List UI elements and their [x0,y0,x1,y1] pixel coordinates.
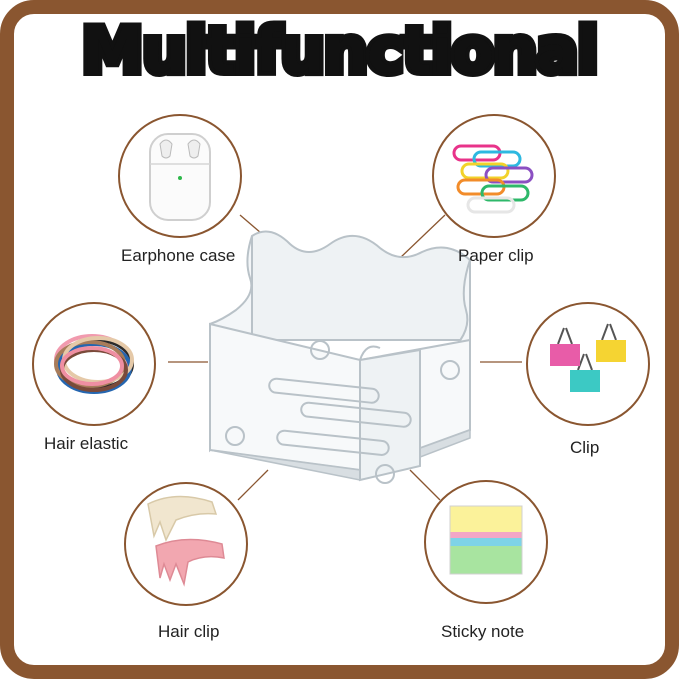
paper-clip-label: Paper clip [458,246,534,265]
hair-elastic-icon [54,334,134,394]
earphone-case-circle [118,114,242,238]
sticky-note-icon [449,505,523,575]
sticky-note-label: Sticky note [441,622,525,641]
hair-elastic-circle [32,302,156,426]
binder-clip-label: Clip [570,438,600,457]
hair-clip-label: Hair clip [158,622,220,641]
binder-clip-circle [526,302,650,426]
hair-claw-clip-icon [147,495,225,587]
paper-clip-circle [432,114,556,238]
paper-clip-icon [452,144,534,214]
title-outline: Multifunctional [78,10,603,91]
earphone-case-icon [149,133,211,221]
acrylic-organizer-icon [209,230,471,484]
sticky-note-circle [424,480,548,604]
binder-clip-icon [550,323,626,392]
hair-claw-clip-circle [124,482,248,606]
earphone-case-label: Earphone case [121,246,236,265]
hair-elastic-label: Hair elastic [44,434,129,453]
page-title: Multifunctional [81,14,599,87]
